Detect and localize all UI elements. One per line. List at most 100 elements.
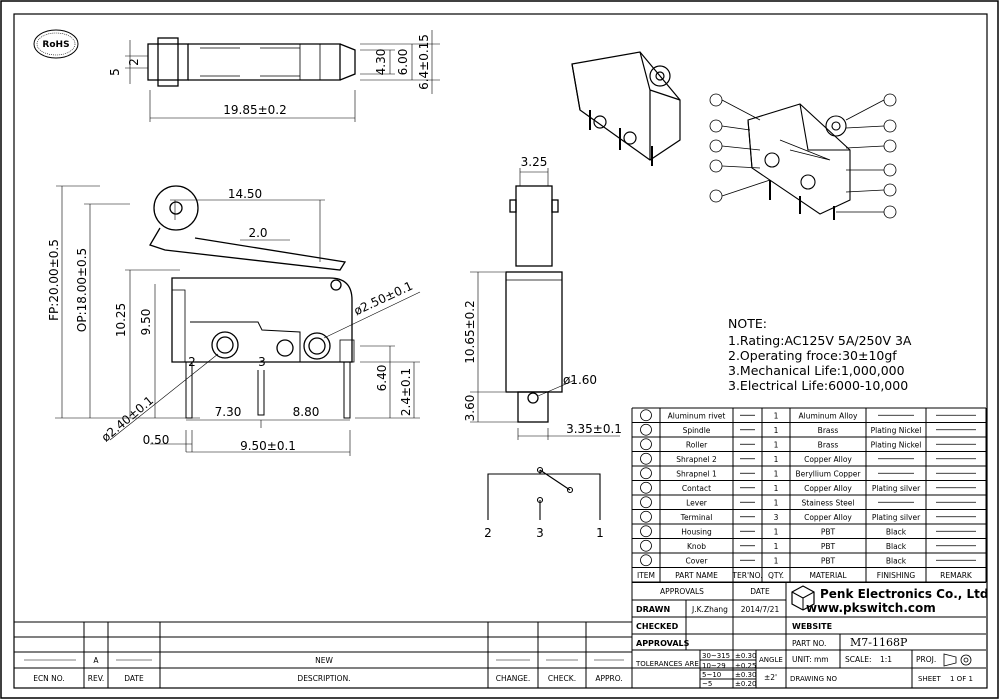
bom-material: Beryllium Copper [795,469,861,478]
bom-item-marker-icon [640,481,652,494]
bom-item-marker-icon [640,452,652,465]
tb-sheet: SHEET [918,675,942,683]
part-callouts [709,93,897,219]
bom-part-name: Roller [686,440,708,449]
rev-rev-label: REV. [88,674,105,683]
bom-qty: 1 [774,455,779,464]
bom-qty: 1 [774,556,779,565]
dim-9-50: 9.50 [139,309,153,336]
rev-change: CHANGE. [496,674,531,683]
bom-finishing: Plating silver [872,484,921,493]
bom-qty: 1 [774,527,779,536]
dim-7-30: 7.30 [215,405,242,419]
dim-hole-big: ø2.50±0.1 [352,279,415,318]
bom-part-name: Cover [686,556,709,565]
projection-symbol-icon [943,653,972,667]
bom-qty: 3 [774,513,779,522]
bom-part-name: Knob [687,542,706,551]
tb-part-no: M7-1168P [850,636,908,649]
bom-material: Stainess Steel [802,498,855,507]
bom-qty: 1 [774,498,779,507]
rev-ecn: ECN NO. [33,674,65,683]
bom-part-name: Spindle [683,426,711,435]
tb-sheet-val: 1 OF 1 [950,675,973,683]
rohs-logo: RoHS [33,29,79,59]
bom-item-marker-icon [640,409,652,422]
tb-tol-value-3: ±0.20 [735,680,756,688]
bom-item-marker-icon [640,510,652,523]
bom-item-marker-icon [640,554,652,567]
dim-side-w: 3.35±0.1 [566,422,622,436]
bom-qty: 1 [774,469,779,478]
bom-qty: 1 [774,484,779,493]
company-logo [791,585,815,611]
notes-title: NOTE: [728,316,767,331]
bom-finishing: Plating Nickel [871,440,922,449]
dim-9-50-w: 9.50±0.1 [240,439,296,453]
dim-10-25: 10.25 [114,303,128,337]
bom-material: Aluminum Alloy [799,411,858,420]
note-line-4: 3.Electrical Life:6000-10,000 [728,378,908,393]
bom-item-marker-icon [640,467,652,480]
circuit-label-1: 1 [596,526,604,540]
tb-approvals2: APPROVALS [636,639,690,648]
tb-angle-val: ±2' [764,673,777,682]
bom-header: QTY. [768,571,784,580]
bom-material: Copper Alloy [804,513,852,522]
bom-material: PBT [821,527,836,536]
bom-part-name: Housing [681,527,712,536]
bom-header: ITEM [637,571,655,580]
bom-part-name: Shrapnel 1 [676,469,717,478]
tb-unit: UNIT: mm [792,655,829,664]
dim-top-width: 19.85±0.2 [223,103,287,117]
bom-material: PBT [821,542,836,551]
bom-header: REMARK [940,571,973,580]
bom-material: Brass [818,426,839,435]
rev-a: A [93,656,99,665]
dim-lever-off: 2.0 [248,226,267,240]
dim-top-h3: 6.4±0.15 [417,34,431,90]
tb-drawn-by: J.K.Zhang [691,605,728,614]
rohs-text: RoHS [42,40,69,50]
tb-tol-value-1: ±0.25 [735,662,756,670]
tb-scale: SCALE: [845,655,872,664]
exploded-view [747,103,851,220]
bom-finishing: Black [886,542,907,551]
bom-item-marker-icon [640,525,652,538]
terminal-label-2: 2 [188,355,196,369]
rev-desc: DESCRIPTION. [297,674,350,683]
bom-qty: 1 [774,440,779,449]
tb-drawing-no: DRAWING NO [790,675,837,683]
circuit-diagram [487,466,601,520]
dim-top-h1: 4.30 [374,49,388,76]
dim-fp: FP:20.00±0.5 [47,239,61,321]
circuit-label-3: 3 [536,526,544,540]
dim-top-h2: 6.00 [396,49,410,76]
circuit-label-2: 2 [484,526,492,540]
dim-lever-len: 14.50 [228,187,262,201]
top-view [125,30,440,122]
side-view [470,168,620,440]
tb-tol-value-2: ±0.30 [735,671,756,679]
bom-finishing: Black [886,556,907,565]
bom-item-marker-icon [640,438,652,451]
bom-qty: 1 [774,542,779,551]
bom-header: FINISHING [877,571,916,580]
bom-qty: 1 [774,426,779,435]
bom-finishing: Black [886,527,907,536]
iso-view-1 [571,51,681,166]
bom-qty: 1 [774,411,779,420]
tb-tolerances: TOLERANCES ARE [635,660,699,668]
note-line-1: 1.Rating:AC125V 5A/250V 3A [728,333,912,348]
bom-part-name: Aluminum rivet [668,411,726,420]
bom-item-marker-icon [640,496,652,509]
tb-tol-range-0: 30~315 [702,652,730,660]
rev-check: CHECK. [548,674,576,683]
bom-header: MATERIAL [809,571,847,580]
dim-top-left1: 5 [108,68,122,76]
dim-6-40: 6.40 [375,365,389,392]
dim-op: OP:18.00±0.5 [75,248,89,332]
bom-part-name: Shrapnel 2 [676,455,717,464]
tb-proj: PROJ. [916,655,936,664]
note-line-3: 3.Mechanical Life:1,000,000 [728,363,905,378]
